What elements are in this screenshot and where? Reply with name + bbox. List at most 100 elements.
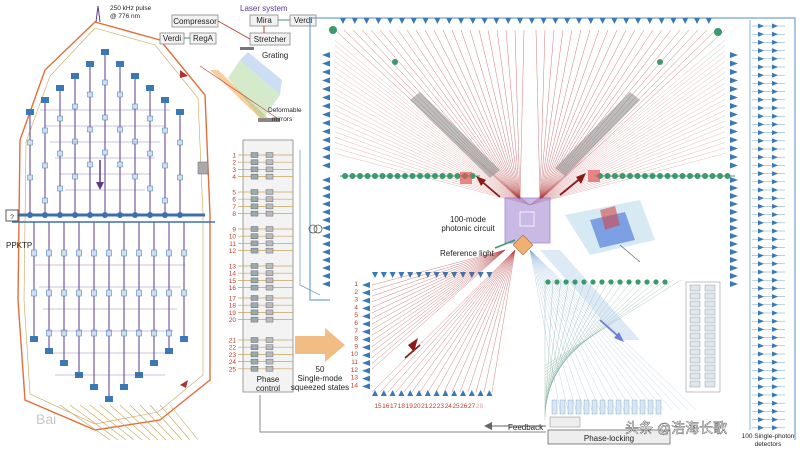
detector-icon — [772, 72, 778, 78]
detector-icon — [758, 351, 764, 357]
channel-number: 8 — [232, 211, 236, 218]
phase-modulator — [250, 337, 259, 343]
waveplate — [166, 249, 172, 257]
beam-splitter — [486, 390, 493, 396]
channel-number: 11 — [229, 241, 236, 248]
deformable-label-1: Deformable — [268, 107, 302, 114]
detector-icon — [758, 39, 764, 45]
beam-splitter — [442, 390, 449, 396]
phase-modulator — [265, 316, 274, 323]
waveplate — [132, 103, 138, 110]
mira-label: Mira — [256, 16, 272, 25]
waveplate — [72, 173, 78, 180]
phase-modulator — [250, 210, 259, 217]
channel-number: 24 — [445, 403, 453, 410]
detector-icon — [758, 376, 764, 382]
detector-icon — [758, 277, 764, 283]
channel-number: 2 — [232, 160, 236, 167]
phase-modulator — [250, 247, 259, 254]
detector-icon — [772, 121, 778, 127]
phase-control-label-1: Phase — [257, 375, 280, 384]
waveplate — [106, 289, 112, 297]
channel-number: 6 — [232, 197, 236, 204]
waveplate — [162, 127, 168, 134]
flow-arrow-icon — [180, 70, 188, 78]
detector-icon — [758, 318, 764, 324]
phase-modulator — [265, 240, 274, 247]
waveplate — [106, 249, 112, 257]
beam-splitter — [389, 272, 396, 278]
detector-icon — [772, 203, 778, 209]
detector-icon — [772, 417, 778, 423]
phase-modulator — [250, 302, 259, 308]
lower-left-arrow-icon — [408, 338, 418, 352]
detector-icon — [758, 425, 764, 431]
channel-number: 17 — [390, 403, 398, 410]
phase-modulator — [250, 240, 259, 247]
waveplate — [46, 329, 52, 337]
source-network: ? PPKTP — [5, 21, 215, 441]
crystal-element — [165, 348, 173, 354]
detector-icon — [772, 39, 778, 45]
channel-number: 17 — [229, 296, 237, 303]
phase-modulator — [265, 351, 274, 358]
verdi-left-label: Verdi — [163, 34, 181, 43]
feedback-arrow-icon — [484, 422, 492, 430]
unknown-box — [5, 209, 19, 222]
fibre-bundle — [410, 92, 500, 178]
waveplate — [151, 249, 157, 257]
beam-splitter — [398, 272, 405, 278]
waveplate — [87, 91, 93, 98]
beam-splitter — [730, 154, 738, 160]
waveplate — [151, 289, 157, 297]
detector-icon — [772, 64, 778, 70]
detector-icon — [758, 285, 764, 291]
detector-icon — [772, 367, 778, 373]
detector-icon — [772, 384, 778, 390]
detector-icon — [758, 228, 764, 234]
beam-splitter — [322, 52, 330, 58]
beam-splitter — [322, 120, 330, 126]
waveplate — [91, 249, 97, 257]
beam-splitter — [322, 77, 330, 84]
detector-icon — [772, 228, 778, 234]
detector-icon — [772, 48, 778, 54]
detector-icon — [772, 146, 778, 152]
laser-system-title: Laser system — [240, 4, 288, 13]
lower-mesh — [362, 249, 697, 420]
beam-splitter — [363, 18, 370, 24]
waveplate — [46, 289, 52, 297]
channel-number: 12 — [229, 248, 237, 255]
waveplate — [136, 329, 142, 337]
pulse-label-2: @ 776 nm — [110, 13, 140, 20]
detector-icon — [758, 408, 764, 414]
detector-icon — [758, 56, 764, 62]
detector-icon — [758, 97, 764, 103]
channel-number: 18 — [229, 303, 237, 310]
beam-splitter — [372, 390, 378, 396]
upper-right-arrow-icon — [576, 173, 586, 184]
beam-splitter — [730, 60, 738, 67]
waveplate — [166, 329, 172, 337]
detector-icon — [772, 154, 778, 160]
phase-modulator — [265, 344, 274, 350]
channel-number: 27 — [468, 403, 476, 410]
detector-icon — [758, 23, 764, 29]
lower-right-arrow-icon — [614, 332, 624, 342]
waveplate — [61, 249, 67, 257]
channel-number: 18 — [398, 403, 406, 410]
waveplate — [91, 289, 97, 297]
crystal-element — [60, 360, 68, 366]
waveplate — [147, 115, 153, 122]
phase-modulator — [265, 284, 274, 291]
detector-icon — [758, 113, 764, 119]
beam-splitter — [486, 272, 493, 278]
detector-icon — [772, 343, 778, 349]
waveplate — [42, 127, 48, 134]
waveplate — [102, 79, 108, 86]
beam-splitter — [730, 77, 738, 84]
waveplate — [57, 115, 63, 122]
beam-splitter — [730, 162, 738, 169]
rega-label: RegA — [193, 34, 214, 43]
